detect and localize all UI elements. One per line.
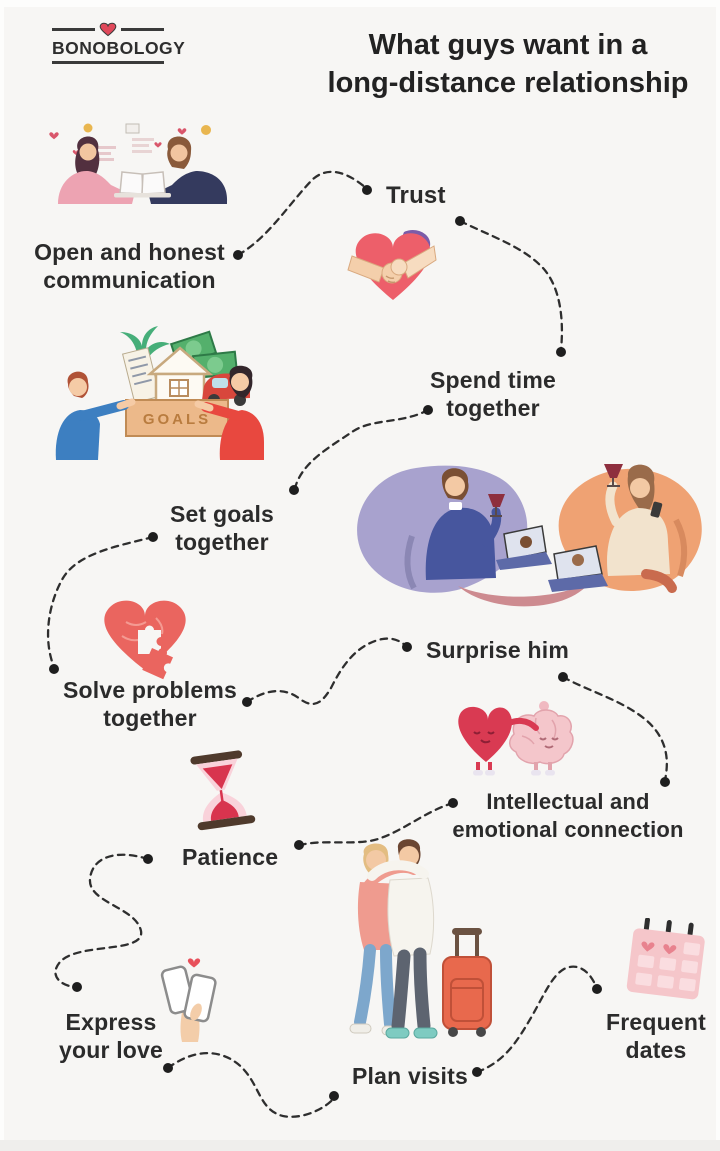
title-line-1: What guys want in a	[368, 29, 648, 61]
logo-bottom-rule	[52, 61, 164, 64]
label-trust: Trust	[386, 182, 446, 209]
virtual-wine-date-illustration	[357, 464, 702, 607]
hugging-couple-suitcase-illustration	[349, 839, 492, 1039]
label-surprise-him: Surprise him	[426, 637, 569, 663]
couple-video-chat-illustration	[49, 123, 228, 204]
label-spend-time: Spend time together	[430, 367, 556, 421]
logo-heart-icon	[99, 22, 117, 37]
label-connection: Intellectual and emotional connection	[452, 789, 684, 842]
goals-box-label: GOALS	[143, 411, 211, 428]
heart-holding-hands-icon	[347, 229, 437, 300]
hourglass-icon	[190, 750, 256, 831]
logo-wordmark: BONOBOLOGY	[52, 38, 186, 58]
calendar-icon	[626, 918, 705, 1000]
label-frequent-dates: Frequent dates	[606, 1009, 706, 1063]
label-patience: Patience	[182, 844, 279, 870]
label-plan-visits: Plan visits	[352, 1063, 468, 1089]
hands-with-phones-icon	[160, 958, 217, 1042]
couple-goals-box-illustration: GOALS	[55, 326, 264, 460]
page-title: What guys want in a long-distance relati…	[310, 26, 706, 102]
heart-and-brain-hug-icon	[458, 701, 574, 776]
bonobology-logo: BONOBOLOGY	[52, 22, 186, 64]
title-line-2: long-distance relationship	[327, 67, 689, 99]
logo-top-rule	[52, 22, 164, 37]
label-set-goals: Set goals together	[169, 501, 275, 555]
label-solve-problems: Solve problems together	[62, 677, 238, 731]
label-open-communication: Open and honest communication	[34, 239, 225, 293]
label-express-love: Express your love	[58, 1009, 164, 1063]
heart-puzzle-icon	[104, 600, 186, 680]
bottom-border	[0, 1140, 720, 1151]
